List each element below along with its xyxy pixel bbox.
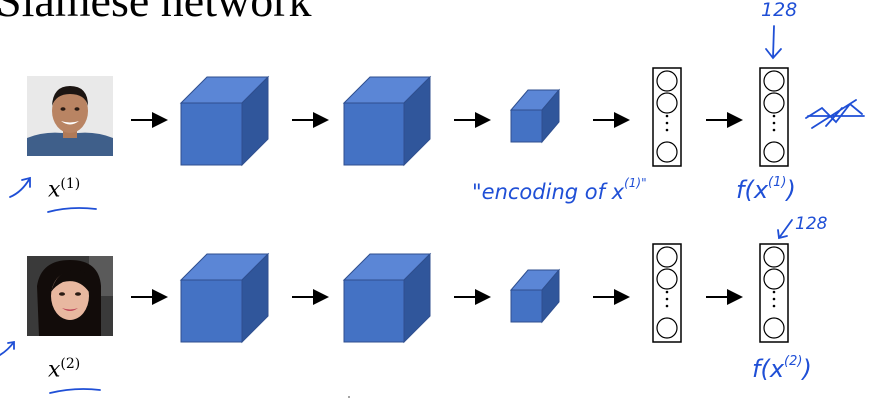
pen-f-x2-base: f(x bbox=[752, 355, 785, 383]
pen-arrow-x1 bbox=[9, 176, 31, 198]
input-label-x1: x(1) bbox=[48, 176, 80, 202]
pen-scribble bbox=[805, 99, 865, 129]
pen-dim-bottom: 128 bbox=[795, 214, 828, 234]
man-face-photo bbox=[27, 76, 113, 156]
conv-volume-1-2 bbox=[342, 75, 432, 167]
pen-f-x1: f(x(1)) bbox=[736, 175, 796, 204]
conv-volume-1-3 bbox=[509, 88, 561, 144]
input-label-x2: x(2) bbox=[48, 356, 80, 382]
fc-layer-1-1 bbox=[652, 67, 682, 167]
pen-underline-x1 bbox=[47, 207, 97, 213]
input-label-x2-base: x bbox=[48, 357, 61, 383]
pen-f-x2: f(x(2)) bbox=[752, 354, 812, 383]
stray-dot bbox=[348, 396, 350, 398]
conv-volume-2-2 bbox=[342, 252, 432, 344]
pen-f-x1-sup: (1) bbox=[768, 175, 786, 190]
conv-volume-1-1 bbox=[179, 75, 270, 167]
pen-arrow-128-top bbox=[765, 25, 782, 60]
pen-underline-x2 bbox=[49, 388, 101, 394]
woman-face-photo bbox=[27, 256, 113, 336]
input-photo-1 bbox=[27, 76, 113, 156]
slide-title: Siamese network bbox=[0, 0, 312, 26]
input-photo-2 bbox=[27, 256, 113, 336]
fc-layer-2-1 bbox=[652, 243, 682, 343]
input-label-x2-sup: (2) bbox=[60, 356, 81, 372]
input-label-x1-base: x bbox=[48, 177, 61, 203]
pen-f-x2-close: ) bbox=[800, 355, 811, 383]
pen-f-x1-close: ) bbox=[784, 176, 795, 204]
pen-dim-top: 128 bbox=[761, 0, 797, 21]
pen-f-x2-sup: (2) bbox=[784, 354, 802, 369]
pen-encoding-text: "encoding of x bbox=[472, 180, 625, 204]
pen-arrow-x2 bbox=[0, 340, 15, 356]
fc-layer-1-2 bbox=[759, 67, 789, 167]
conv-volume-2-1 bbox=[179, 252, 270, 344]
input-label-x1-sup: (1) bbox=[60, 176, 81, 192]
pen-encoding-note: "encoding of x(1)" bbox=[472, 176, 647, 204]
fc-layer-2-2 bbox=[759, 243, 789, 343]
pen-arrow-128-bottom bbox=[777, 219, 793, 240]
pen-encoding-sup: (1)" bbox=[624, 176, 647, 190]
conv-volume-2-3 bbox=[509, 268, 561, 324]
pen-f-x1-base: f(x bbox=[736, 176, 769, 204]
